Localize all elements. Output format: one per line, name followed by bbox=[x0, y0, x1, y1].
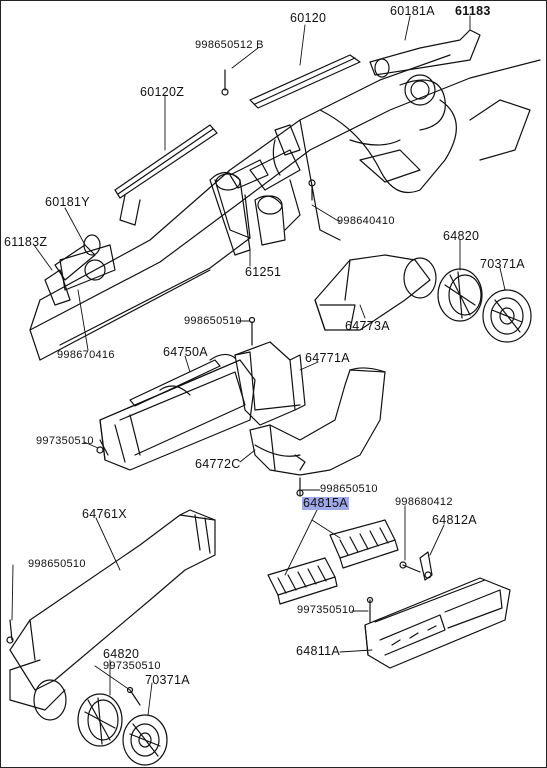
duct-64773a bbox=[314, 254, 437, 331]
screw-998650512b bbox=[221, 69, 229, 96]
defroster-nozzle-right bbox=[249, 54, 361, 109]
label-64773a[interactable]: 64773A bbox=[345, 319, 390, 333]
duct-64772c bbox=[249, 367, 386, 476]
screw-997350510-b bbox=[366, 596, 374, 623]
screw-997350510-c bbox=[126, 686, 141, 706]
register-64815a-lower bbox=[267, 557, 338, 605]
label-60181a[interactable]: 60181A bbox=[390, 4, 435, 18]
label-998640410[interactable]: 998640410 bbox=[337, 215, 395, 227]
vent-70371a-top bbox=[482, 289, 532, 343]
label-64820-bottom[interactable]: 64820 bbox=[103, 647, 140, 661]
label-70371a-top[interactable]: 70371A bbox=[480, 257, 525, 271]
label-60120z[interactable]: 60120Z bbox=[140, 85, 185, 99]
label-997350510-c[interactable]: 997350510 bbox=[103, 660, 161, 672]
label-61183[interactable]: 61183 bbox=[455, 4, 491, 18]
duct-64761x bbox=[9, 509, 216, 721]
register-housing-64811a bbox=[364, 577, 511, 669]
label-64771a[interactable]: 64771A bbox=[305, 351, 350, 365]
label-998650510-c[interactable]: 998650510 bbox=[28, 558, 86, 570]
label-998680412[interactable]: 998680412 bbox=[395, 496, 453, 508]
duct-64771a bbox=[234, 341, 306, 426]
label-60120[interactable]: 60120 bbox=[290, 11, 327, 25]
label-64772c[interactable]: 64772C bbox=[195, 457, 241, 471]
label-998670416[interactable]: 998670416 bbox=[57, 349, 115, 361]
defroster-nozzle-left bbox=[114, 124, 218, 199]
screw-998650510-b bbox=[296, 477, 304, 497]
vent-64820-bottom bbox=[77, 693, 123, 747]
label-61251[interactable]: 61251 bbox=[245, 265, 282, 279]
label-998650512b[interactable]: 998650512 B bbox=[195, 39, 264, 51]
label-64812a[interactable]: 64812A bbox=[432, 513, 477, 527]
vent-64820-top bbox=[437, 268, 483, 322]
leader-lines bbox=[11, 15, 506, 716]
dashboard-panel bbox=[29, 54, 541, 361]
label-998650510-a[interactable]: 998650510 bbox=[184, 315, 242, 327]
screw-998650510-c bbox=[6, 619, 14, 644]
label-64811a[interactable]: 64811A bbox=[296, 644, 340, 658]
label-997350510-a[interactable]: 997350510 bbox=[36, 435, 94, 447]
screw-998650510-a bbox=[248, 316, 256, 346]
label-61183z[interactable]: 61183Z bbox=[4, 235, 48, 249]
label-997350510-b[interactable]: 997350510 bbox=[297, 604, 355, 616]
screw-997350510-a bbox=[96, 439, 109, 456]
center-duct bbox=[209, 124, 301, 256]
label-998650510-b[interactable]: 998650510 bbox=[320, 483, 378, 495]
label-64820-top[interactable]: 64820 bbox=[443, 229, 480, 243]
vent-70371a-bottom bbox=[122, 714, 168, 766]
label-64815a-highlighted[interactable]: 64815A bbox=[302, 496, 349, 510]
side-duct-right bbox=[369, 29, 481, 78]
screw-998680412 bbox=[399, 561, 421, 573]
left-side-duct bbox=[44, 194, 141, 306]
bracket-64812a bbox=[419, 551, 433, 581]
register-64815a-upper bbox=[329, 519, 399, 569]
screw-998640410 bbox=[308, 179, 316, 201]
label-60181y[interactable]: 60181Y bbox=[45, 195, 90, 209]
duct-64750a bbox=[99, 353, 256, 471]
label-64750a[interactable]: 64750A bbox=[163, 345, 208, 359]
label-70371a-bottom[interactable]: 70371A bbox=[145, 673, 190, 687]
label-64761x[interactable]: 64761X bbox=[82, 507, 127, 521]
